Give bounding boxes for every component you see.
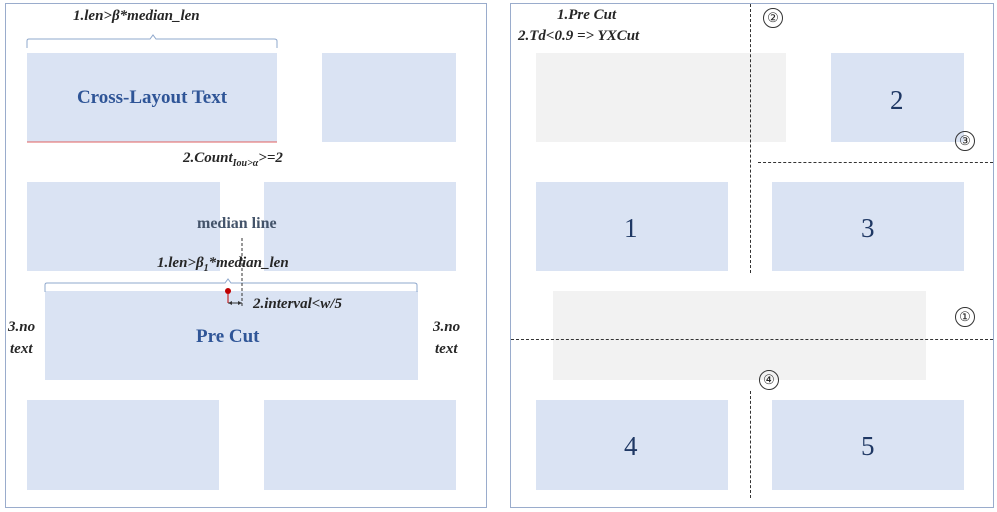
block-top-right [322, 53, 456, 142]
median-line-label: median line [197, 215, 277, 232]
block-3-number: 3 [861, 213, 875, 243]
cut-line-horizontal-middle [511, 339, 993, 340]
rule-len-beta1-label: 1.len>β1*median_len [157, 255, 289, 274]
block-2-number: 2 [890, 85, 904, 115]
top-brace [26, 34, 278, 48]
no-text-left-1: 3.no [8, 319, 36, 335]
circle-step-1: ① [955, 307, 975, 327]
interval-arrow-head-left [228, 301, 232, 305]
block-2 [831, 53, 964, 142]
gray-block-middle [553, 291, 926, 380]
block-mid-right [264, 182, 456, 271]
block-4 [536, 400, 728, 490]
step-precut-label: 1.Pre Cut [557, 7, 617, 23]
cross-layout-block [27, 53, 277, 142]
no-text-left-2: text [10, 341, 33, 357]
block-1-number: 1 [624, 213, 638, 243]
step-yxcut-label: 2.Td<0.9 => YXCut [518, 28, 640, 44]
no-text-right-2: text [435, 341, 458, 357]
block-5-number: 5 [861, 431, 875, 461]
cut-line-horizontal-right [758, 162, 993, 163]
precut-brace [44, 278, 418, 292]
circle-step-4: ④ [759, 370, 779, 390]
block-4-number: 4 [624, 431, 638, 461]
cross-layout-text: Cross-Layout Text [76, 87, 228, 108]
rule-b1-prefix: 1.len>β [157, 255, 204, 271]
left-annotations [26, 34, 418, 306]
red-pin-head [225, 288, 231, 294]
gray-block-top [536, 53, 786, 142]
interval-rule-label: 2.interval<w/5 [253, 296, 342, 312]
circle-step-2: ② [763, 8, 783, 28]
cut-line-vertical-top [750, 4, 751, 273]
cut-line-vertical-bottom [750, 391, 751, 498]
block-bottom-right [264, 400, 456, 490]
precut-block [45, 291, 418, 380]
block-3 [772, 182, 964, 271]
precut-text: Pre Cut [196, 326, 260, 347]
interval-arrow-head-right [238, 301, 242, 305]
count-rule-sub: Iou>α [232, 158, 259, 169]
rule-b1-suffix: *median_len [208, 255, 289, 271]
count-iou-rule-label: 2.CountIou>α>=2 [183, 150, 283, 169]
block-1 [536, 182, 728, 271]
count-rule-prefix: 2.Count [183, 150, 233, 166]
rule-len-beta-label: 1.len>β*median_len [73, 8, 200, 24]
block-bottom-left [27, 400, 219, 490]
rule-b1-sub: 1 [203, 263, 209, 274]
block-5 [772, 400, 964, 490]
no-text-right-1: 3.no [433, 319, 461, 335]
block-mid-left [27, 182, 220, 271]
count-rule-suffix: >=2 [258, 150, 283, 166]
circle-step-3: ③ [955, 131, 975, 151]
